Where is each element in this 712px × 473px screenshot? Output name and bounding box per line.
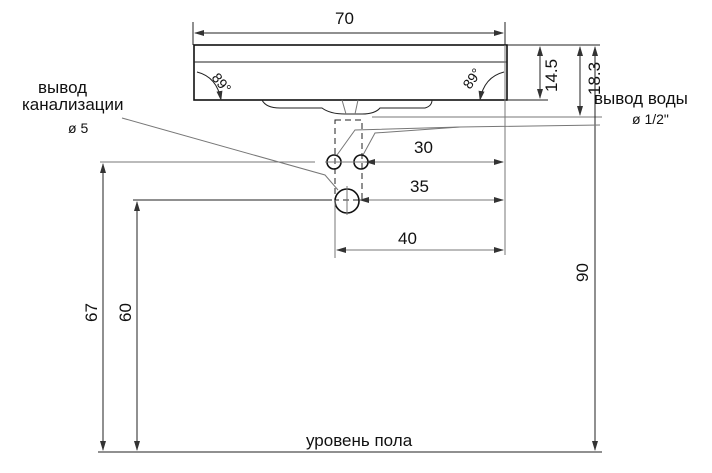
dimension-30: 30 [365,138,504,165]
svg-text:70: 70 [335,9,354,28]
svg-text:60: 60 [116,303,135,322]
dimension-67: 67 [82,163,106,451]
svg-text:14.5: 14.5 [542,59,561,92]
svg-text:89°: 89° [459,65,484,92]
sink-body [193,44,508,115]
svg-text:89°: 89° [209,70,235,97]
dimension-rim-height: 14.5 [537,46,561,99]
drain-outlet-title-1: вывод [38,78,87,97]
dimension-total-height: 90 [573,46,598,451]
water-outlet-diameter: ø 1/2" [632,111,669,127]
outlet-zone [325,119,370,215]
angle-left: 89° [196,70,235,101]
dimension-35: 35 [359,177,504,203]
dimension-width: 70 [192,9,506,45]
svg-text:30: 30 [414,138,433,157]
angle-right: 89° [459,65,505,101]
svg-text:67: 67 [82,303,101,322]
drain-outlet-diameter: ø 5 [68,120,88,136]
dimension-40: 40 [334,200,504,258]
svg-text:90: 90 [573,263,592,282]
svg-text:уровень пола: уровень пола [306,431,413,450]
svg-text:40: 40 [398,229,417,248]
water-outlet-title: вывод воды [594,89,688,108]
floor-level: уровень пола [98,431,602,453]
svg-text:35: 35 [410,177,429,196]
dimension-60: 60 [116,201,140,451]
drain-outlet-title-2: канализации [22,95,124,114]
